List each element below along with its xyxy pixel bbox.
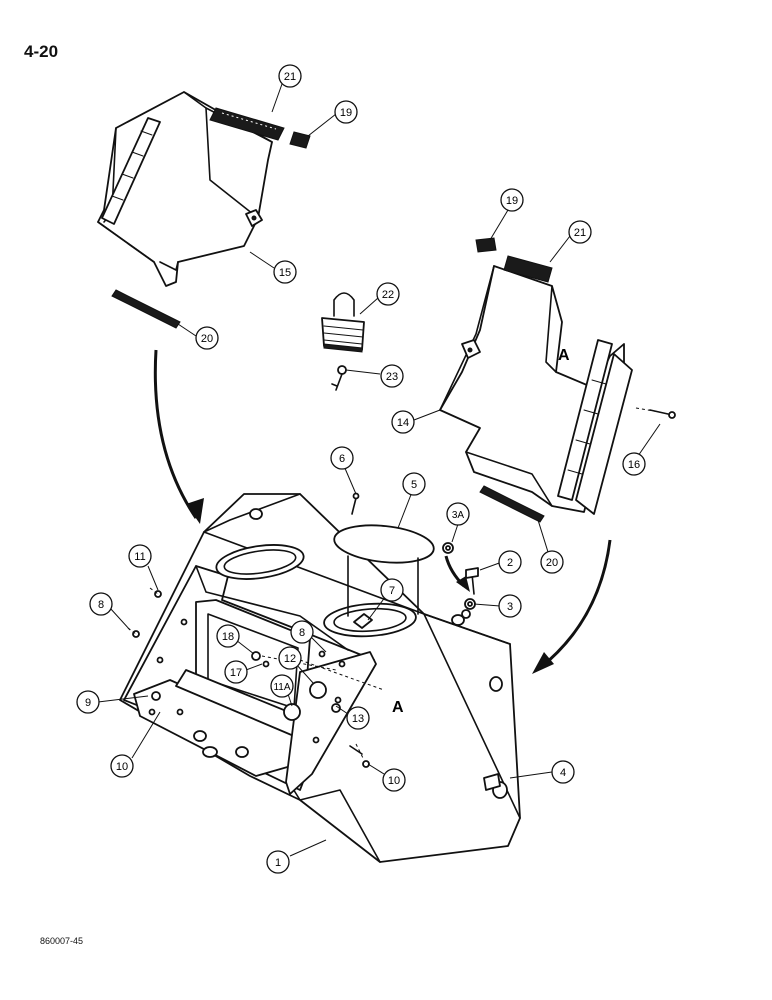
svg-text:17: 17 (230, 667, 242, 679)
left-bottom-strip-20 (111, 289, 181, 329)
cover-plate-5 (333, 524, 435, 617)
callout-10-right: 10 (382, 768, 406, 792)
callout-10-left: 10 (110, 754, 134, 778)
right-bottom-strip-20 (479, 485, 545, 523)
callout-labels: 21 19 15 20 22 23 19 21 14 16 20 6 5 3A … (76, 64, 646, 874)
padlock-key (331, 365, 347, 391)
left-seal-block-19 (289, 131, 311, 149)
gasket-7 (353, 613, 373, 629)
callout-8-right: 8 (290, 620, 314, 644)
svg-text:19: 19 (340, 107, 352, 119)
right-cover-hinge (557, 339, 633, 515)
svg-text:7: 7 (389, 585, 395, 597)
left-seal-strip-21 (209, 107, 285, 141)
padlock (321, 292, 365, 353)
svg-text:4: 4 (560, 767, 566, 779)
callout-11: 11 (128, 544, 152, 568)
flow-arrow-3a (444, 555, 470, 592)
callout-19-right: 19 (500, 188, 524, 212)
flow-arrow-right (532, 539, 612, 674)
svg-text:12: 12 (284, 653, 296, 665)
svg-text:3A: 3A (452, 510, 465, 521)
callout-13: 13 (346, 706, 370, 730)
svg-text:2: 2 (507, 557, 513, 569)
svg-text:10: 10 (116, 761, 128, 773)
small-hardware (132, 542, 501, 791)
callout-3: 3 (498, 594, 522, 618)
callout-22: 22 (376, 282, 400, 306)
callout-7: 7 (380, 578, 404, 602)
callout-3a: 3A (446, 502, 470, 526)
svg-text:19: 19 (506, 195, 518, 207)
right-seal-block-19 (475, 237, 497, 253)
svg-text:1: 1 (275, 857, 281, 869)
svg-text:14: 14 (397, 417, 409, 429)
callout-12: 12 (278, 646, 302, 670)
callout-5: 5 (402, 472, 426, 496)
reference-mark-a-upper: A (558, 347, 570, 364)
left-cover-hinge (101, 117, 161, 225)
svg-text:20: 20 (546, 557, 558, 569)
svg-text:8: 8 (98, 599, 104, 611)
svg-text:11: 11 (134, 551, 145, 563)
callout-16: 16 (622, 452, 646, 476)
callout-6: 6 (330, 446, 354, 470)
svg-text:20: 20 (201, 333, 213, 345)
svg-text:5: 5 (411, 479, 417, 491)
callout-20-left: 20 (195, 326, 219, 350)
callout-20-right: 20 (540, 550, 564, 574)
left-cover-latch-tab (245, 209, 263, 227)
right-cover-latch-tab (461, 339, 481, 359)
svg-text:10: 10 (388, 775, 400, 787)
svg-text:22: 22 (382, 289, 394, 301)
housing-right-flange (285, 651, 377, 795)
hinge-bolt-16 (649, 409, 676, 419)
callout-11a: 11A (270, 674, 294, 698)
callout-18: 18 (216, 624, 240, 648)
reference-mark-a-lower: A (392, 699, 404, 716)
svg-text:15: 15 (279, 267, 291, 279)
callout-17: 17 (224, 660, 248, 684)
bolts (349, 492, 479, 755)
reference-marks: A A (392, 347, 570, 716)
svg-text:23: 23 (386, 371, 398, 383)
callout-21-right: 21 (568, 220, 592, 244)
svg-text:18: 18 (222, 631, 234, 643)
flow-arrow-left (153, 349, 204, 524)
svg-text:21: 21 (284, 71, 296, 83)
callout-1: 1 (266, 850, 290, 874)
callout-leaders (97, 83, 661, 857)
svg-text:13: 13 (352, 713, 364, 725)
figure-code: 860007-45 (40, 936, 84, 946)
callout-21-left: 21 (278, 64, 302, 88)
callout-4: 4 (551, 760, 575, 784)
callout-2: 2 (498, 550, 522, 574)
callout-23: 23 (380, 364, 404, 388)
svg-text:3: 3 (507, 601, 513, 613)
svg-text:6: 6 (339, 453, 345, 465)
callout-8-left: 8 (89, 592, 113, 616)
callout-14: 14 (391, 410, 415, 434)
callout-9: 9 (76, 690, 100, 714)
right-seal-strip-21 (503, 255, 553, 283)
callout-15: 15 (273, 260, 297, 284)
svg-text:9: 9 (85, 697, 91, 709)
svg-text:11A: 11A (273, 682, 290, 693)
page-number: 4-20 (24, 42, 59, 61)
top-port-left (215, 544, 305, 580)
svg-text:16: 16 (628, 459, 640, 471)
svg-text:8: 8 (299, 627, 305, 639)
svg-text:21: 21 (574, 227, 586, 239)
callout-19-left: 19 (334, 100, 358, 124)
